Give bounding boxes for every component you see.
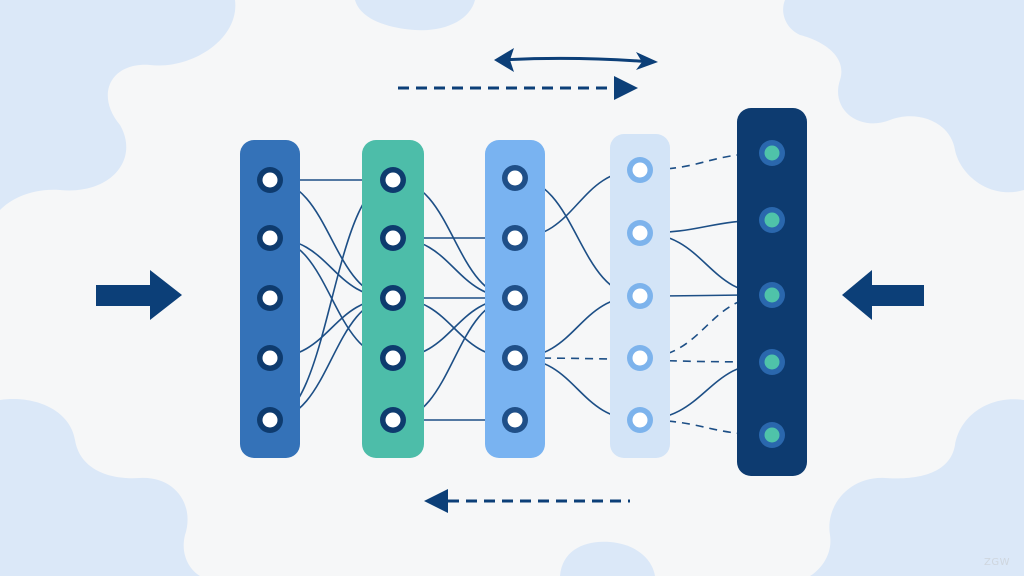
node-center [507,290,523,306]
node-center [385,230,401,246]
watermark-text: ZGW [984,557,1010,568]
layer-5-node [759,349,785,375]
blob-top-right [783,0,1024,193]
blob-top-left [0,0,236,210]
flow-arrows [96,48,924,513]
node-center [385,412,401,428]
input-arrow-left-side-icon [96,270,182,320]
node-center [507,350,523,366]
node-center [385,172,401,188]
input-arrow-right-side-icon [842,270,924,320]
layer-4-node [627,283,653,309]
node-center [385,350,401,366]
layer-3-node [502,165,528,191]
layer-2-node [380,285,406,311]
layer-2-node [380,407,406,433]
node-center [262,172,278,188]
layer-5-node [759,140,785,166]
blob-top-center [355,0,475,31]
layer-4 [610,134,670,458]
node-center [262,230,278,246]
node-center [632,412,648,428]
layer-1-node [257,225,283,251]
dashed-arrow-left-icon [424,489,630,513]
layer-3-node [502,285,528,311]
node-center [632,288,648,304]
node-center [632,225,648,241]
layer-2-node [380,345,406,371]
layer-4-node [627,157,653,183]
node-center [764,145,780,161]
layer-1-node [257,345,283,371]
layer-3-node [502,345,528,371]
layer-4-node [627,220,653,246]
blob-bottom-center [560,541,655,576]
blob-bottom-right [810,399,1024,576]
layer-4-node [627,345,653,371]
layer-1-node [257,285,283,311]
layer-1-node [257,407,283,433]
node-center [507,230,523,246]
node-center [507,170,523,186]
node-center [385,290,401,306]
node-center [262,350,278,366]
layer-4-node [627,407,653,433]
layer-3-node [502,407,528,433]
node-center [632,162,648,178]
layer-1 [240,140,300,458]
layer-5-node [759,422,785,448]
node-center [764,212,780,228]
node-center [764,354,780,370]
node-center [262,290,278,306]
layer-3 [485,140,545,458]
node-center [507,412,523,428]
layer-5-node [759,282,785,308]
layer-5 [737,108,807,476]
layer-2 [362,140,424,458]
node-center [764,427,780,443]
layer-1-node [257,167,283,193]
node-center [262,412,278,428]
layer-3-node [502,225,528,251]
node-center [632,350,648,366]
layer-2-node [380,225,406,251]
bidirectional-arrow-top-icon [494,48,658,72]
node-center [764,287,780,303]
layer-2-node [380,167,406,193]
layer-5-node [759,207,785,233]
network-layers [240,108,807,476]
dashed-arrow-right-icon [398,76,638,100]
blob-bottom-left [0,399,200,576]
